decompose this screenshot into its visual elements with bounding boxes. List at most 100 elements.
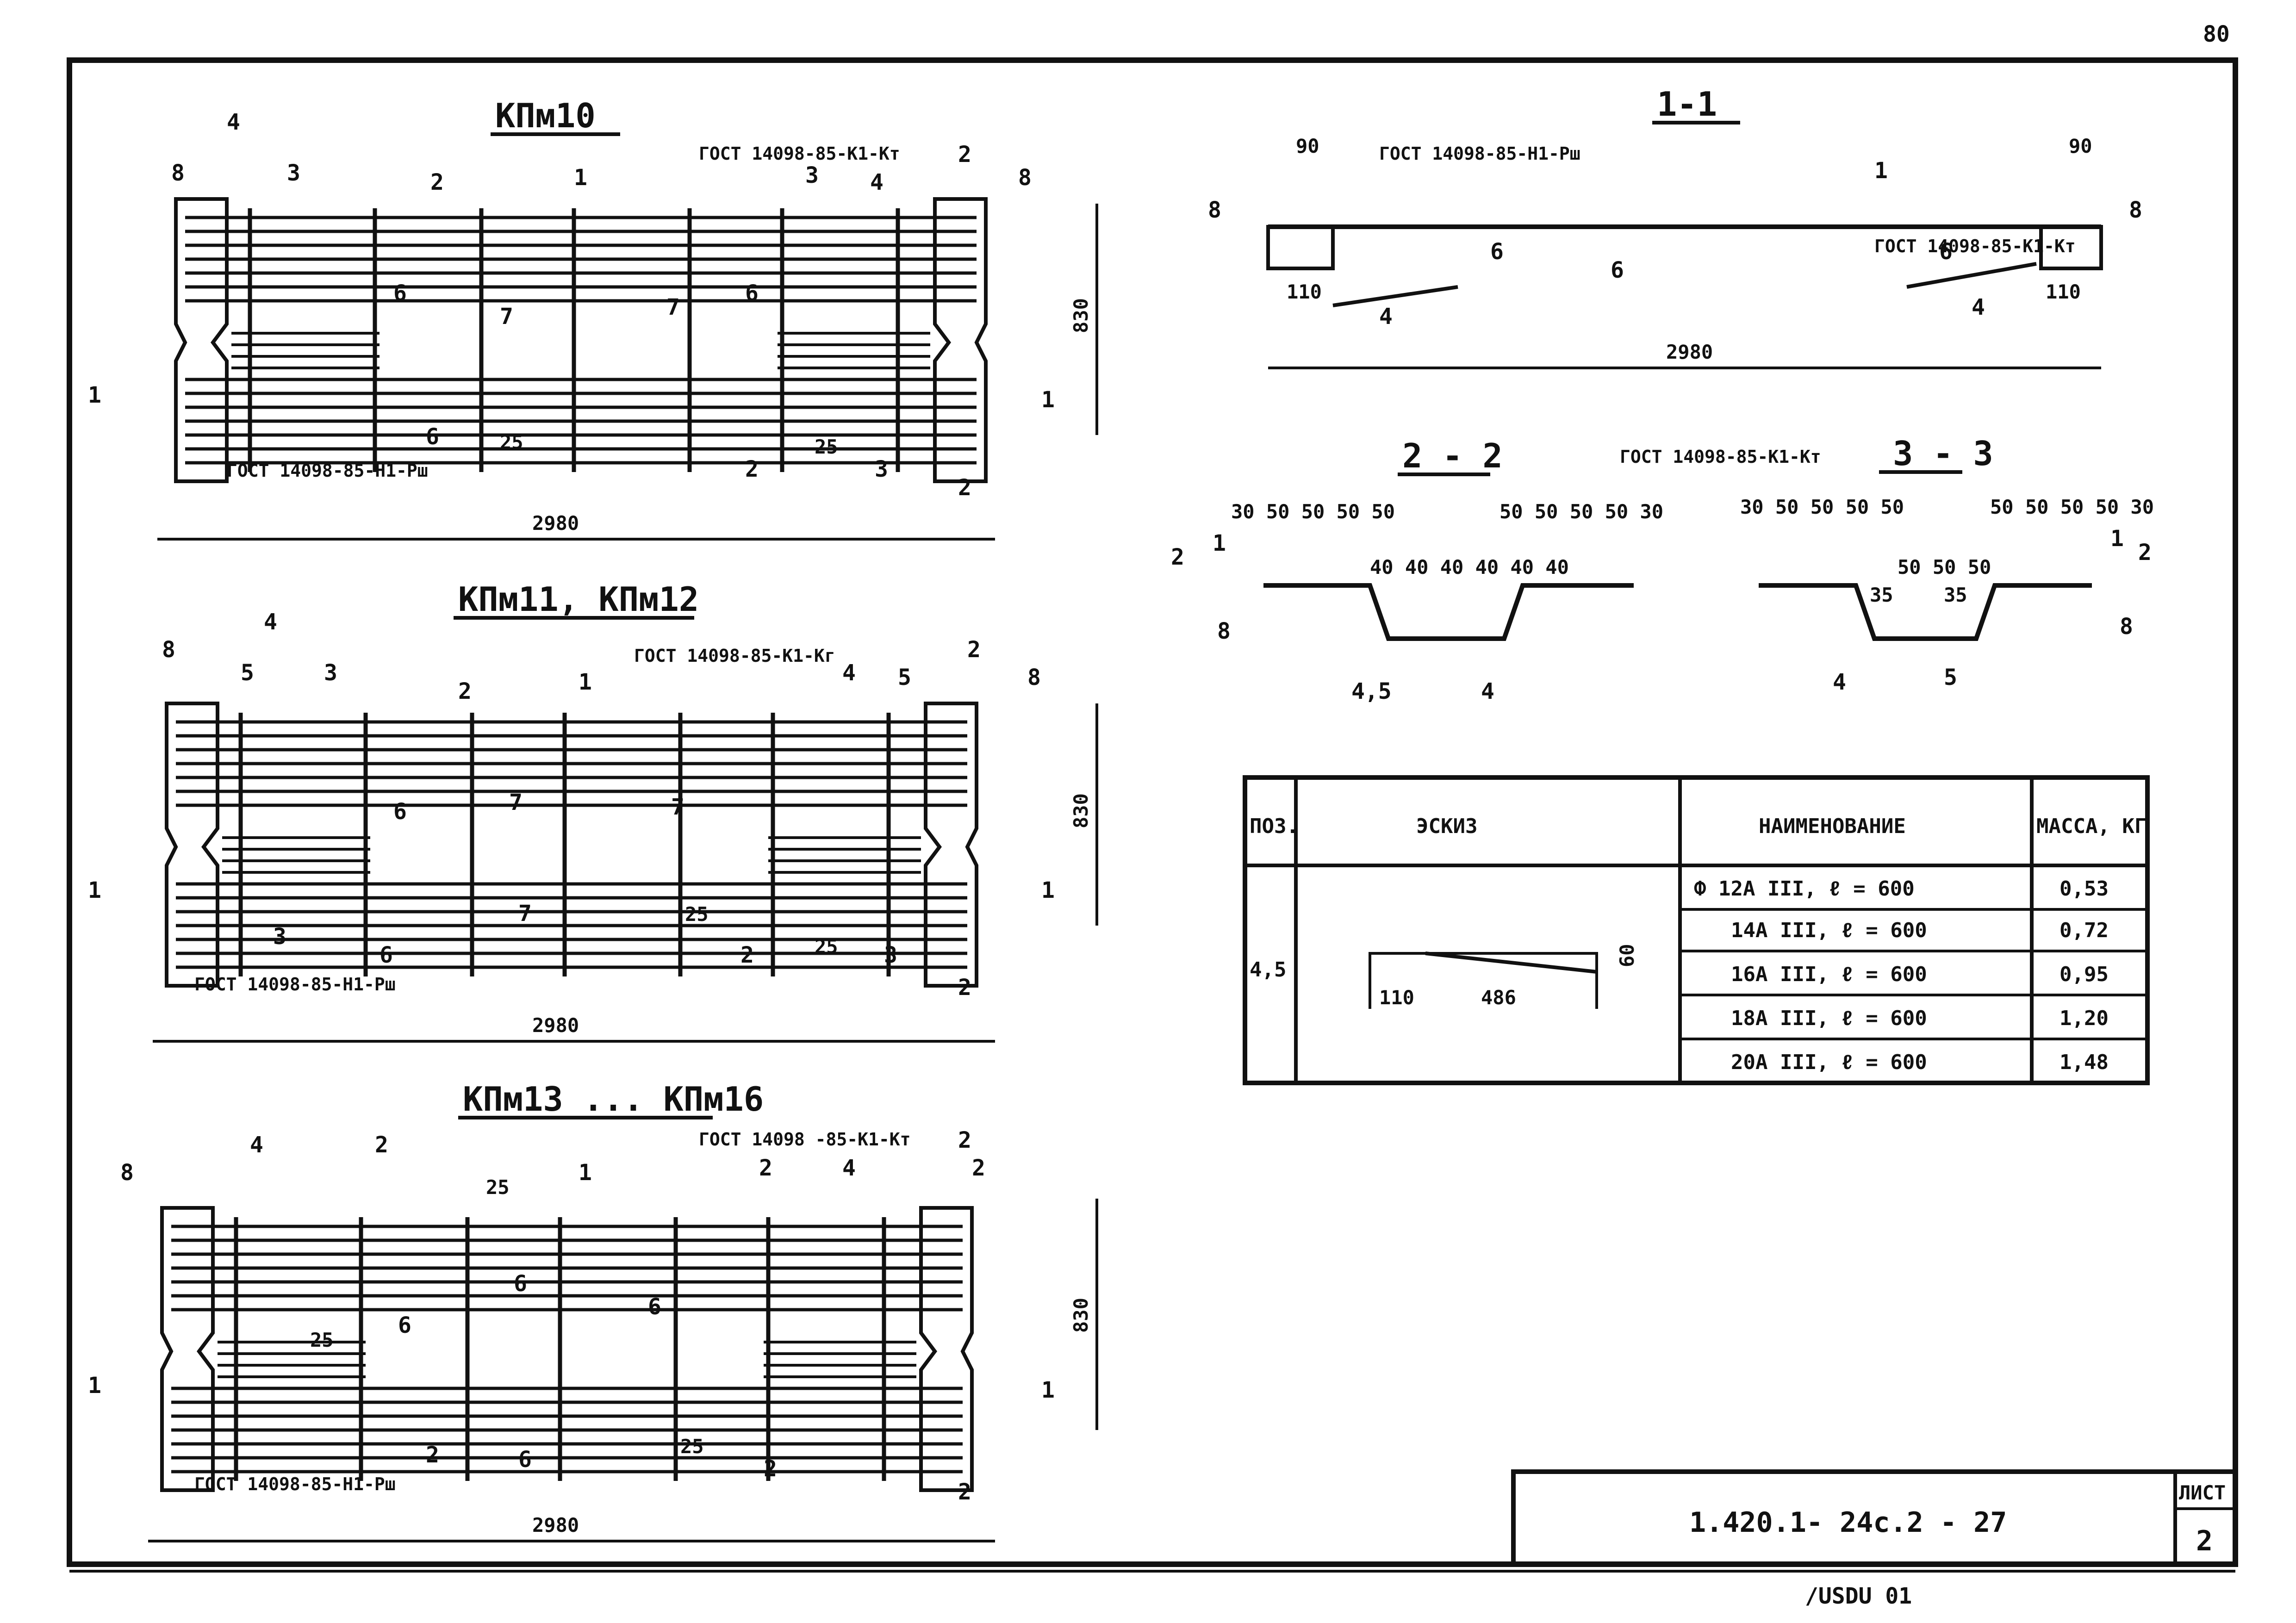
kpm13-cut2-top: 2 <box>958 1127 971 1153</box>
kpm10-gost-bottom: ГОСТ 14098-85-Н1-Рш <box>227 460 428 481</box>
kpm10-mark-2: 2 <box>430 169 444 195</box>
s11-dim-90r: 90 <box>2069 135 2092 157</box>
kpm10-height: 830 <box>1070 298 1092 333</box>
kpm11-height: 830 <box>1070 793 1092 828</box>
kpm13-mark-2c: 2 <box>972 1155 985 1181</box>
kpm11-mark-5r: 5 <box>898 665 911 690</box>
kpm13-cut1-right: 1 <box>1041 1377 1055 1403</box>
section-2-2: 2 - 2 30 50 50 50 50 50 50 50 50 30 40 4… <box>1171 436 1821 704</box>
kpm10-cut2-top: 2 <box>958 142 971 168</box>
kpm13-mark-6a: 6 <box>514 1271 527 1297</box>
s33-bottom-b: 5 <box>1944 665 1957 690</box>
kpm13-cut2-bot: 2 <box>958 1479 971 1505</box>
kpm13-mark-2d: 2 <box>426 1442 439 1468</box>
kpm11-mark-6a: 6 <box>393 799 407 825</box>
kpm13-dim-25a: 25 <box>486 1176 510 1199</box>
bottom-note: /USDU 01 <box>1805 1583 1912 1609</box>
kpm11-cut2-top: 2 <box>967 637 981 663</box>
s22-mark-8: 8 <box>1217 618 1231 644</box>
kpm11-mark-5: 5 <box>241 660 254 686</box>
s33-mark-1: 1 <box>2110 526 2124 552</box>
title-block-code: 1.420.1- 24с.2 - 27 <box>1689 1506 2007 1539</box>
spec-table: ПОЗ. ЭСКИЗ НАИМЕНОВАНИЕ МАССА, КГ 4,5 11… <box>1243 775 2150 1085</box>
kpm10-mark-3b: 3 <box>875 456 888 482</box>
kpm11-cut2-bot: 2 <box>958 975 971 1001</box>
kpm13-mark-2b: 2 <box>759 1155 772 1181</box>
s22-gost: ГОСТ 14098-85-К1-Кт <box>1620 447 1821 467</box>
spec-header-pos: ПОЗ. <box>1250 815 1299 838</box>
spec-row-2-mass: 0,72 <box>2060 919 2109 942</box>
kpm13-cut1-left: 1 <box>88 1373 101 1399</box>
s33-side-b: 35 <box>1944 584 1967 606</box>
s11-mark-6a: 6 <box>1490 239 1504 265</box>
kpm13-height: 830 <box>1070 1298 1092 1333</box>
kpm11-mark-7b: 7 <box>671 794 684 820</box>
s22-mark-2: 2 <box>1171 544 1184 570</box>
s11-mark-4b: 4 <box>1972 294 1985 320</box>
s22-mark-1: 1 <box>1213 530 1226 556</box>
spec-row-2-name: 14А III, ℓ = 600 <box>1731 919 1927 942</box>
spec-row-3-name: 16А III, ℓ = 600 <box>1731 963 1927 986</box>
kpm11-mark-8l: 8 <box>162 637 175 663</box>
kpm10-cut2-bot: 2 <box>958 475 971 501</box>
kpm11-length: 2980 <box>532 1014 579 1037</box>
spec-header-mass: МАССА, КГ <box>2036 815 2147 838</box>
kpm11-mark-4: 4 <box>264 609 277 635</box>
kpm10-dim-25a: 25 <box>500 431 523 454</box>
s11-dim-110r: 110 <box>2046 280 2081 303</box>
s11-mark-6b: 6 <box>1611 257 1624 283</box>
kpm11-mark-2b: 2 <box>740 942 754 968</box>
kpm10-dim-25b: 25 <box>815 435 838 458</box>
kpm10-mark-6a: 6 <box>393 280 407 306</box>
s22-bottom-a: 4,5 <box>1351 678 1392 704</box>
kpm13-mark-4b: 4 <box>842 1155 856 1181</box>
kpm10-cut1-right: 1 <box>1041 387 1055 413</box>
s33-bottom-a: 4 <box>1833 669 1846 695</box>
kpm10-mark-8l: 8 <box>171 160 185 186</box>
s22-top-left: 30 50 50 50 50 <box>1231 500 1395 523</box>
kpm11-mark-3c: 3 <box>884 942 897 968</box>
s11-dim-110l: 110 <box>1287 280 1322 303</box>
kpm10-mark-1: 1 <box>574 165 587 191</box>
kpm11-mark-3: 3 <box>324 660 337 686</box>
kpm13-gost-bottom: ГОСТ 14098-85-Н1-Рш <box>194 1474 396 1494</box>
kpm13-dim-25c: 25 <box>680 1435 704 1458</box>
section-1-1: 1-1 90 90 ГОСТ 14098-85-Н1-Рш ГОСТ 14098… <box>1208 85 2142 369</box>
view-kpm11: КПм11, КПм12 8 4 5 3 2 1 ГОСТ 14098-85-К… <box>88 580 1098 1043</box>
kpm10-cut1-left: 1 <box>88 382 101 408</box>
view-kpm13-title: КПм13 ... КПм16 <box>463 1080 764 1119</box>
kpm13-mark-8: 8 <box>120 1160 134 1186</box>
kpm11-cut1-left: 1 <box>88 877 101 903</box>
s11-mark-4a: 4 <box>1379 304 1393 330</box>
s33-mid: 50 50 50 <box>1898 556 1991 578</box>
kpm10-length: 2980 <box>532 512 579 535</box>
kpm10-mark-4r: 4 <box>870 169 884 195</box>
s11-mark-6c: 6 <box>1939 239 1953 265</box>
kpm13-mark-2e: 2 <box>764 1456 777 1482</box>
kpm13-mark-6b: 6 <box>648 1294 661 1320</box>
s11-mark-1: 1 <box>1874 158 1888 184</box>
kpm13-length: 2980 <box>532 1514 579 1536</box>
view-kpm10-title: КПм10 <box>495 96 596 135</box>
spec-row-1-name: Ф 12А III, ℓ = 600 <box>1694 877 1915 901</box>
title-block: 1.420.1- 24с.2 - 27 ЛИСТ 2 <box>1511 1469 2238 1567</box>
kpm11-mark-4r: 4 <box>842 660 856 686</box>
spec-sketch-a: 110 <box>1379 986 1414 1009</box>
section-3-3: 3 - 3 30 50 50 50 50 50 50 50 50 30 50 5… <box>1740 434 2154 695</box>
page-number: 80 <box>2203 21 2230 47</box>
spec-row-5-name: 20А III, ℓ = 600 <box>1731 1051 1927 1074</box>
title-block-sheet-no: 2 <box>2196 1525 2213 1557</box>
spec-header-name: НАИМЕНОВАНИЕ <box>1759 815 1906 838</box>
s11-mark-8r: 8 <box>2129 197 2142 223</box>
view-kpm13: КПм13 ... КПм16 8 4 2 25 1 ГОСТ 14098 -8… <box>88 1080 1098 1542</box>
kpm13-mark-6c: 6 <box>398 1312 411 1338</box>
kpm11-cut1-right: 1 <box>1041 877 1055 903</box>
view-kpm11-title: КПм11, КПм12 <box>458 580 699 619</box>
s33-mark-8: 8 <box>2120 614 2133 640</box>
s22-top-right: 50 50 50 50 30 <box>1500 500 1663 523</box>
section-2-2-title: 2 - 2 <box>1402 436 1503 475</box>
kpm11-mark-8r: 8 <box>1027 665 1041 690</box>
s33-top-left: 30 50 50 50 50 <box>1740 496 1904 518</box>
kpm13-mark-6d: 6 <box>518 1447 532 1473</box>
title-block-sheet-label: ЛИСТ <box>2179 1481 2226 1504</box>
